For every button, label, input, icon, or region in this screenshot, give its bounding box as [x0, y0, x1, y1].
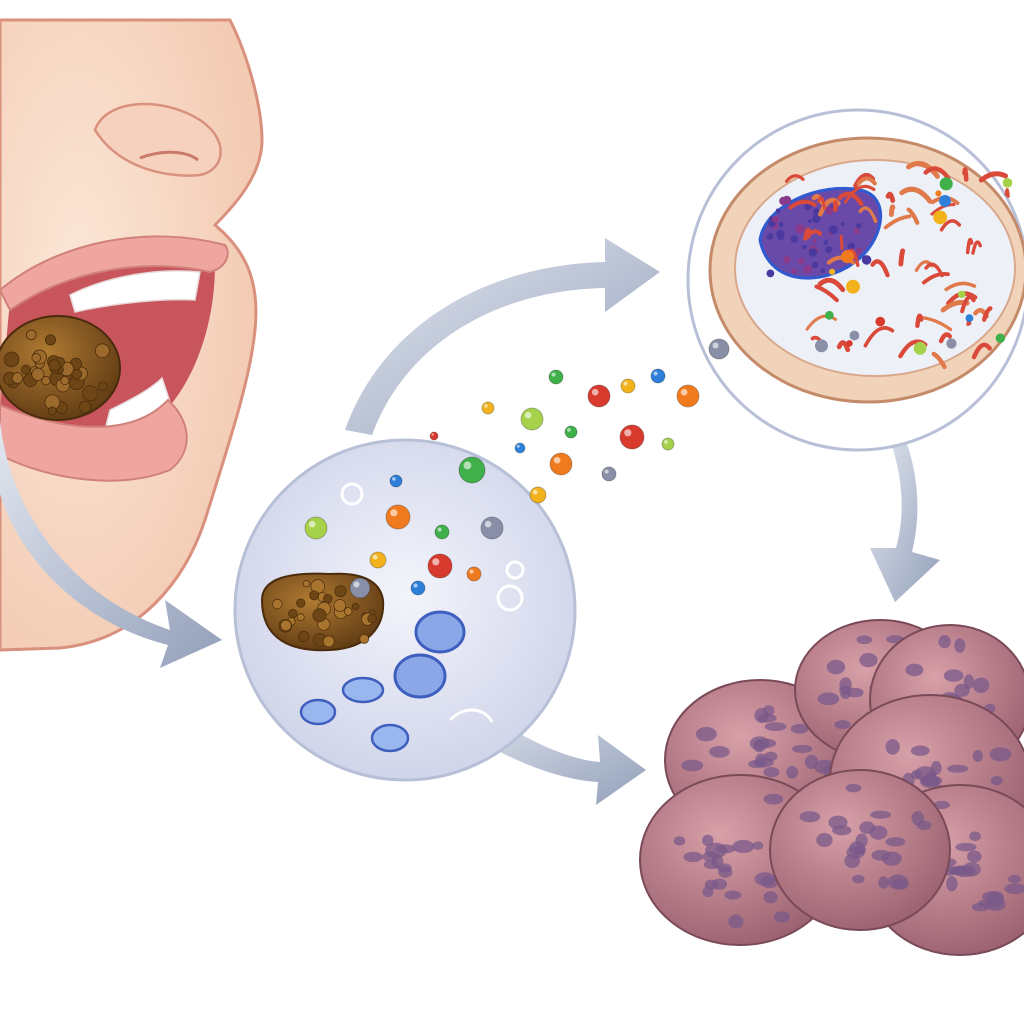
- nutrient-particle: [564, 425, 578, 439]
- tissue-clump-illustration: [639, 619, 1024, 956]
- food-texture: [2, 329, 110, 416]
- nose: [93, 102, 222, 177]
- upper-teeth: [69, 270, 201, 313]
- upper-lip: [0, 235, 229, 312]
- nutrient-particle: [601, 466, 617, 482]
- bubble-outlines: [340, 482, 525, 723]
- nutrient-particle: [429, 431, 439, 441]
- nutrient-particle: [458, 456, 486, 484]
- nutrient-particle: [549, 452, 573, 476]
- nostril: [139, 150, 199, 162]
- nutrient-particle: [427, 553, 453, 579]
- arrow-absorption-to-tissue: [870, 430, 940, 602]
- food-bolus-icon: [0, 315, 121, 421]
- nutrient-particle: [385, 504, 411, 530]
- nutrient-particle: [619, 424, 645, 450]
- nutrient-particle: [434, 524, 450, 540]
- nutrient-particle: [304, 516, 328, 540]
- arrow-digestion-to-absorption: [345, 238, 660, 435]
- nutrient-particle: [389, 474, 403, 488]
- nutrient-particle: [481, 401, 495, 415]
- tissue-clump: [769, 769, 951, 931]
- nutrient-particles: [304, 338, 730, 599]
- fiber-network: [784, 161, 1013, 370]
- lower-lip: [0, 398, 188, 482]
- nutrient-particle: [520, 407, 544, 431]
- nutrient-particle: [410, 580, 426, 596]
- nutrient-particle: [466, 566, 482, 582]
- nutrient-particle: [514, 442, 526, 454]
- nutrient-particle: [650, 368, 666, 384]
- nutrient-particle: [661, 437, 675, 451]
- nutrient-particle: [548, 369, 564, 385]
- nutrient-particle: [529, 486, 547, 504]
- digestion-circle-illustration: [233, 438, 577, 782]
- nutrient-particle: [480, 516, 504, 540]
- cell-cross-section-illustration: [686, 108, 1024, 452]
- nutrient-particle: [587, 384, 611, 408]
- arrow-eating-to-digestion: [0, 420, 222, 668]
- nutrient-particle: [676, 384, 700, 408]
- nutrient-particle: [369, 551, 387, 569]
- face-profile-illustration: [0, 18, 264, 652]
- nutrient-particle: [620, 378, 636, 394]
- nutrient-particle: [708, 338, 730, 360]
- cell-bubbles: [299, 610, 466, 753]
- nutrient-particle: [349, 577, 371, 599]
